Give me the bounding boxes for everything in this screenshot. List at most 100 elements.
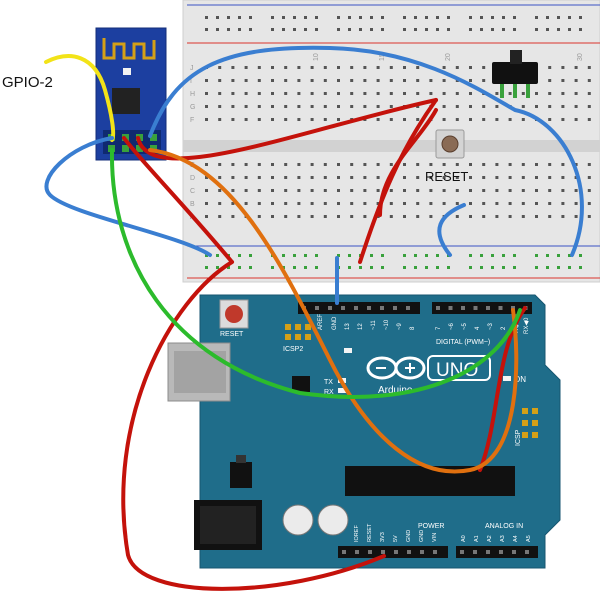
brand-label: Arduino (378, 385, 413, 396)
regulator-tab (236, 455, 246, 463)
capacitor-left (282, 504, 314, 536)
col-label: 10 (313, 53, 320, 61)
wire-red-esp-ch (136, 98, 438, 161)
row-label: J (190, 65, 194, 72)
pin-label: ~6 (449, 322, 455, 330)
analog-pin-label: A3 (500, 535, 506, 542)
arduino-uno: RESET ICSP2 AREF GND 13 12 ~11 ~10 ~9 8 … (167, 294, 561, 569)
row-label: C (190, 188, 195, 195)
usb-chip (292, 376, 310, 392)
analog-header (456, 546, 538, 558)
wire-yellow-gpio2 (44, 54, 116, 142)
power-pin-labels: IOREF RESET 3V3 5V GND GND VIN (354, 523, 438, 542)
wire-green-rx (109, 148, 522, 399)
wire-blue-top (148, 45, 584, 257)
pin-label: ~3 (488, 322, 494, 330)
power-pin-label: 5V (393, 535, 399, 542)
digital-header-right (432, 302, 532, 314)
gpio2-label: GPIO-2 (2, 74, 53, 91)
pin-label: 4 (475, 326, 481, 330)
col-label: 30 (577, 53, 584, 61)
pin-label: ~5 (462, 322, 468, 330)
power-pin-label: GND (419, 530, 425, 542)
led-l (344, 348, 352, 353)
icsp-label: ICSP (515, 429, 522, 446)
digital-pin-labels: AREF GND 13 12 ~11 ~10 ~9 8 7 ~6 ~5 4 ~3… (318, 314, 530, 334)
arduino-reset-label: RESET (220, 331, 244, 338)
pin-label: ~10 (384, 319, 390, 330)
pushbutton-label: RESET (425, 169, 468, 184)
power-pin-label: 3V3 (380, 532, 386, 542)
pin-label: 13 (345, 323, 351, 330)
on-label: ON (514, 375, 526, 384)
capacitor-right (317, 504, 349, 536)
icsp2-label: ICSP2 (283, 346, 303, 353)
wire-orange-tx (148, 148, 519, 474)
wire-red-esp-vcc (122, 136, 234, 264)
pin-label: 12 (358, 323, 364, 330)
analog-pin-label: A4 (513, 535, 519, 542)
pin-label: 2 (501, 326, 507, 330)
wire-red-button (378, 108, 438, 217)
analog-pin-label: A2 (487, 535, 493, 542)
digital-label: DIGITAL (PWM~) (436, 339, 490, 346)
row-label: H (190, 91, 195, 98)
bottom-header-pins (342, 550, 529, 554)
power-pin-label: RESET (367, 523, 373, 542)
pin-label-gnd: GND (332, 316, 338, 330)
voltage-regulator (230, 462, 252, 488)
breadboard: J I H G F E D C B A 10 15 20 25 30 (182, 0, 600, 283)
row-label: G (190, 104, 195, 111)
power-header (338, 546, 448, 558)
row-label: B (190, 201, 195, 208)
switch-legs (500, 84, 530, 98)
row-label: D (190, 175, 195, 182)
switch-body (492, 62, 538, 84)
analog-pin-label: A1 (474, 535, 480, 542)
breadboard-trench (183, 140, 600, 152)
arduino-reset-button[interactable] (225, 305, 243, 323)
tx-label: TX (324, 379, 333, 386)
led-on (503, 376, 511, 381)
analog-pin-labels: A0 A1 A2 A3 A4 A5 (461, 535, 532, 542)
arduino-reset-housing (219, 299, 249, 329)
pin-label-rx: RX◀0 (524, 317, 530, 334)
digital-header-left (298, 302, 420, 314)
icsp-header (522, 408, 538, 438)
analog-pin-label: A5 (526, 535, 532, 542)
esp-led (123, 68, 131, 75)
pin-label-aref: AREF (318, 314, 324, 330)
col-label: 15 (379, 53, 386, 61)
analog-label: ANALOG IN (485, 523, 523, 530)
breadboard-holes (205, 16, 591, 269)
rx-label: RX (324, 389, 334, 396)
pin-label: 7 (436, 326, 442, 330)
power-label: POWER (418, 523, 444, 530)
pin-label: ~11 (371, 320, 377, 330)
col-label: 20 (445, 53, 452, 61)
reset-pushbutton[interactable]: RESET (425, 129, 468, 184)
arduino-logo: UNO Arduino (366, 355, 491, 396)
microcontroller-chip (345, 466, 515, 496)
esp-chip (112, 88, 140, 114)
pushbutton-cap[interactable] (441, 135, 459, 153)
row-label: F (190, 117, 194, 124)
wires (44, 45, 584, 591)
wire-blue-left (44, 136, 212, 257)
uno-label: UNO (436, 360, 478, 381)
slide-switch[interactable] (492, 50, 538, 98)
pin-label: 8 (410, 326, 416, 330)
power-pin-label: VIN (432, 533, 438, 542)
power-pin-label: IOREF (354, 525, 360, 542)
icsp2-header (285, 324, 311, 340)
pin-label: ~9 (397, 322, 403, 330)
switch-knob[interactable] (510, 50, 522, 64)
dc-jack-inner (200, 506, 256, 544)
wire-blue-button (437, 203, 466, 257)
row-label: I (190, 78, 192, 85)
wire-red-3v3 (121, 260, 386, 591)
led-rx (338, 388, 346, 393)
antenna-trace (102, 38, 156, 60)
